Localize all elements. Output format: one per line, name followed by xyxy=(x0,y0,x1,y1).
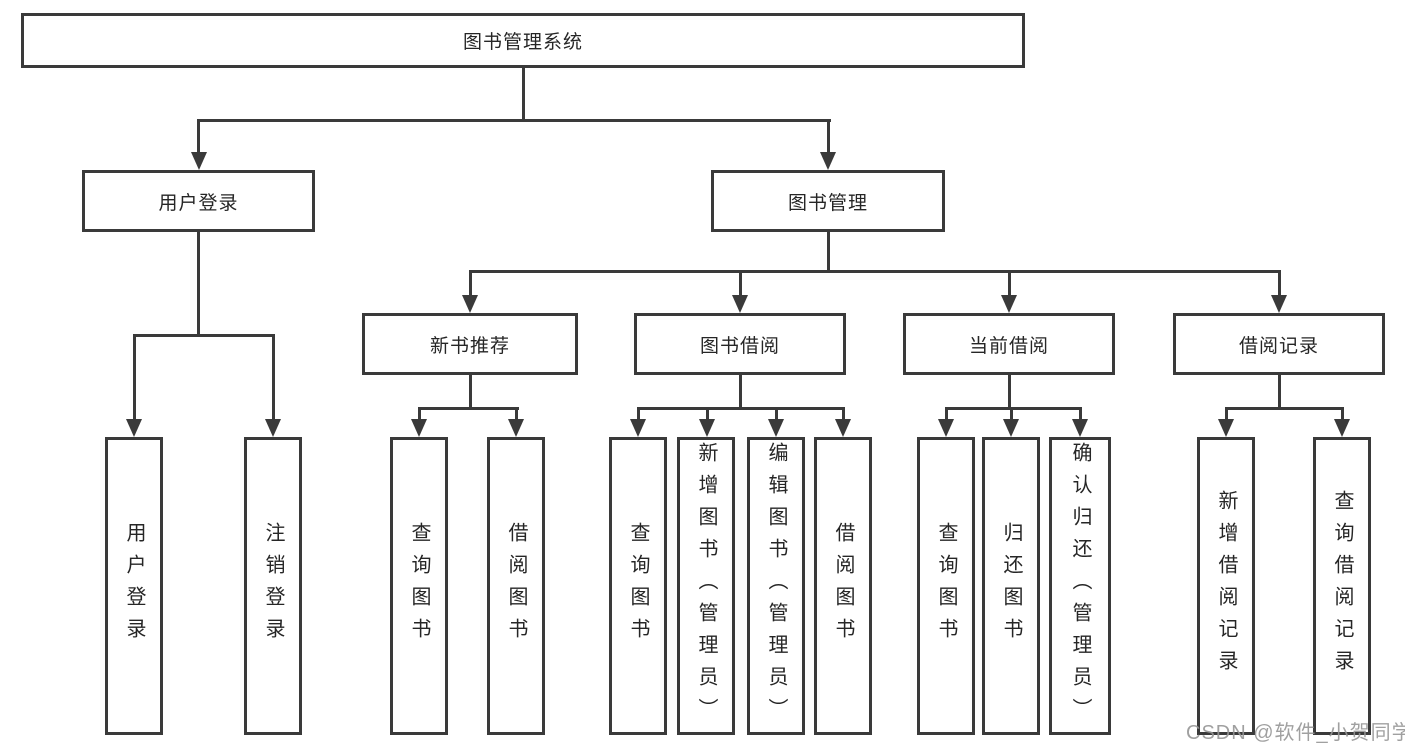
node-label: 查询图书 xyxy=(408,522,430,650)
csdn-watermark: CSDN @软件_小贺同学 xyxy=(1186,722,1405,744)
connector-line xyxy=(774,407,778,421)
arrow-down-icon xyxy=(732,295,748,313)
arrow-down-icon xyxy=(1003,419,1019,437)
connector-line xyxy=(417,407,421,421)
connector-line xyxy=(514,407,518,421)
connector-line xyxy=(1007,375,1011,409)
node-label: 图书借阅 xyxy=(699,335,780,357)
connector-line xyxy=(197,232,200,336)
connector-line xyxy=(468,375,472,409)
connector-line xyxy=(417,407,519,410)
connector-line xyxy=(1277,375,1281,409)
arrow-down-icon xyxy=(508,419,524,437)
node-label: 当前借阅 xyxy=(968,335,1049,357)
arrow-down-icon xyxy=(1271,295,1287,313)
connector-line xyxy=(468,270,472,297)
node-label: 新增借阅记录 xyxy=(1215,490,1237,682)
connector-line xyxy=(197,119,831,122)
arrow-down-icon xyxy=(630,419,646,437)
connector-line xyxy=(1224,407,1228,421)
connector-line xyxy=(197,119,200,154)
node-label: 新增图书（管理员） xyxy=(695,442,717,730)
node-book-management: 图书管理 xyxy=(711,170,945,232)
node-label: 查询借阅记录 xyxy=(1331,490,1353,682)
leaf-logout: 注销登录 xyxy=(244,437,302,735)
node-label: 新书推荐 xyxy=(429,335,510,357)
arrow-down-icon xyxy=(1334,419,1350,437)
connector-line xyxy=(944,407,1082,410)
arrow-down-icon xyxy=(820,152,836,170)
connector-line xyxy=(738,375,742,409)
connector-line xyxy=(521,68,525,121)
arrow-down-icon xyxy=(411,419,427,437)
node-label: 查询图书 xyxy=(935,522,957,650)
node-label: 用户登录 xyxy=(158,192,239,214)
arrow-down-icon xyxy=(768,419,784,437)
node-label: 编辑图书（管理员） xyxy=(765,442,787,730)
arrow-down-icon xyxy=(190,152,207,170)
connector-line xyxy=(1009,407,1013,421)
leaf-add-books-admin: 新增图书（管理员） xyxy=(677,437,735,735)
arrow-down-icon xyxy=(265,419,281,437)
node-label: 图书管理 xyxy=(787,192,868,214)
connector-line xyxy=(636,407,640,421)
leaf-user-login: 用户登录 xyxy=(105,437,163,735)
leaf-query-books-borrowing: 查询图书 xyxy=(609,437,667,735)
connector-line xyxy=(132,334,136,421)
node-library-management-system: 图书管理系统 xyxy=(21,13,1025,68)
connector-line xyxy=(826,232,830,273)
leaf-edit-books-admin: 编辑图书（管理员） xyxy=(747,437,805,735)
connector-line xyxy=(738,270,742,297)
connector-line xyxy=(1078,407,1082,421)
node-new-book-recommendation: 新书推荐 xyxy=(362,313,578,375)
connector-line xyxy=(944,407,948,421)
connector-line xyxy=(1340,407,1344,421)
arrow-down-icon xyxy=(835,419,851,437)
arrow-down-icon xyxy=(462,295,478,313)
node-label: 借阅图书 xyxy=(505,522,527,650)
arrow-down-icon xyxy=(699,419,715,437)
connector-line xyxy=(841,407,845,421)
node-label: 归还图书 xyxy=(1000,522,1022,650)
arrow-down-icon xyxy=(1218,419,1234,437)
arrow-down-icon xyxy=(1001,295,1017,313)
leaf-borrow-books-recommend: 借阅图书 xyxy=(487,437,545,735)
node-borrowing-records: 借阅记录 xyxy=(1173,313,1385,375)
node-label: 借阅图书 xyxy=(832,522,854,650)
arrow-down-icon xyxy=(938,419,954,437)
arrow-down-icon xyxy=(126,419,142,437)
connector-line xyxy=(1007,270,1011,297)
node-label: 注销登录 xyxy=(262,522,284,650)
node-current-borrowing: 当前借阅 xyxy=(903,313,1115,375)
connector-line xyxy=(468,270,1281,273)
node-user-login: 用户登录 xyxy=(82,170,315,232)
node-label: 用户登录 xyxy=(123,522,145,650)
connector-line xyxy=(1277,270,1281,297)
node-label: 图书管理系统 xyxy=(462,32,583,53)
connector-line xyxy=(271,334,275,421)
leaf-add-borrow-record: 新增借阅记录 xyxy=(1197,437,1255,735)
node-label: 借阅记录 xyxy=(1238,335,1319,357)
connector-line xyxy=(826,119,830,154)
leaf-query-borrow-record: 查询借阅记录 xyxy=(1313,437,1371,735)
connector-line xyxy=(705,407,709,421)
arrow-down-icon xyxy=(1072,419,1088,437)
leaf-borrow-books: 借阅图书 xyxy=(814,437,872,735)
connector-line xyxy=(636,407,845,410)
leaf-query-books-recommend: 查询图书 xyxy=(390,437,448,735)
node-label: 确认归还（管理员） xyxy=(1069,442,1091,730)
node-book-borrowing: 图书借阅 xyxy=(634,313,846,375)
connector-line xyxy=(1224,407,1344,410)
node-label: 查询图书 xyxy=(627,522,649,650)
connector-line xyxy=(132,334,275,337)
leaf-confirm-return-admin: 确认归还（管理员） xyxy=(1049,437,1111,735)
leaf-return-books: 归还图书 xyxy=(982,437,1040,735)
leaf-query-books-current: 查询图书 xyxy=(917,437,975,735)
